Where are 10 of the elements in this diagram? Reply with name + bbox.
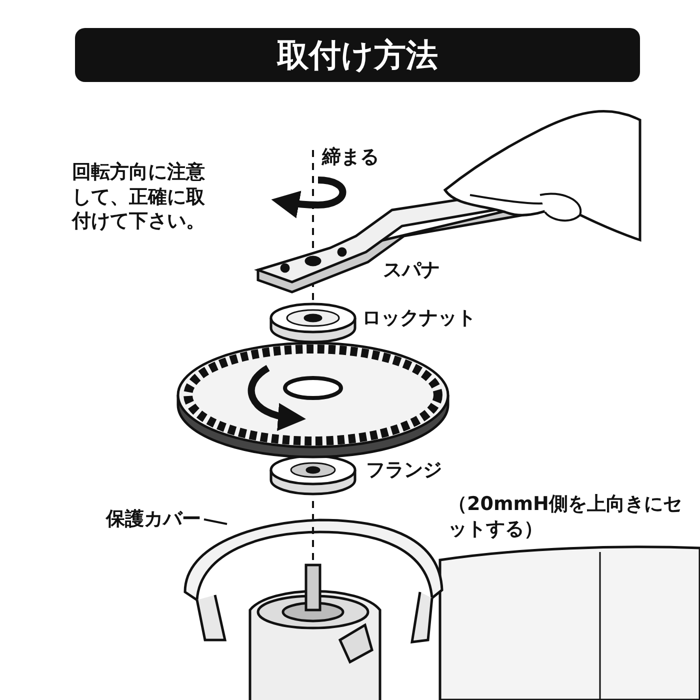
title-banner: 取付け方法	[75, 28, 640, 82]
part-label: ロックナット	[362, 306, 476, 331]
protective-cover-drawing	[184, 518, 444, 644]
part-label: フランジ	[366, 458, 442, 483]
leader-line	[204, 518, 228, 525]
rotation-label: 締まる	[322, 145, 379, 170]
part-label: スパナ	[383, 258, 440, 283]
part-note: （20mmH側を上向きにセットする）	[448, 492, 683, 542]
part-label: 保護カバー	[106, 507, 201, 532]
instruction-note: 回転方向に注意して、正確に取付けて下さい。	[72, 160, 206, 234]
